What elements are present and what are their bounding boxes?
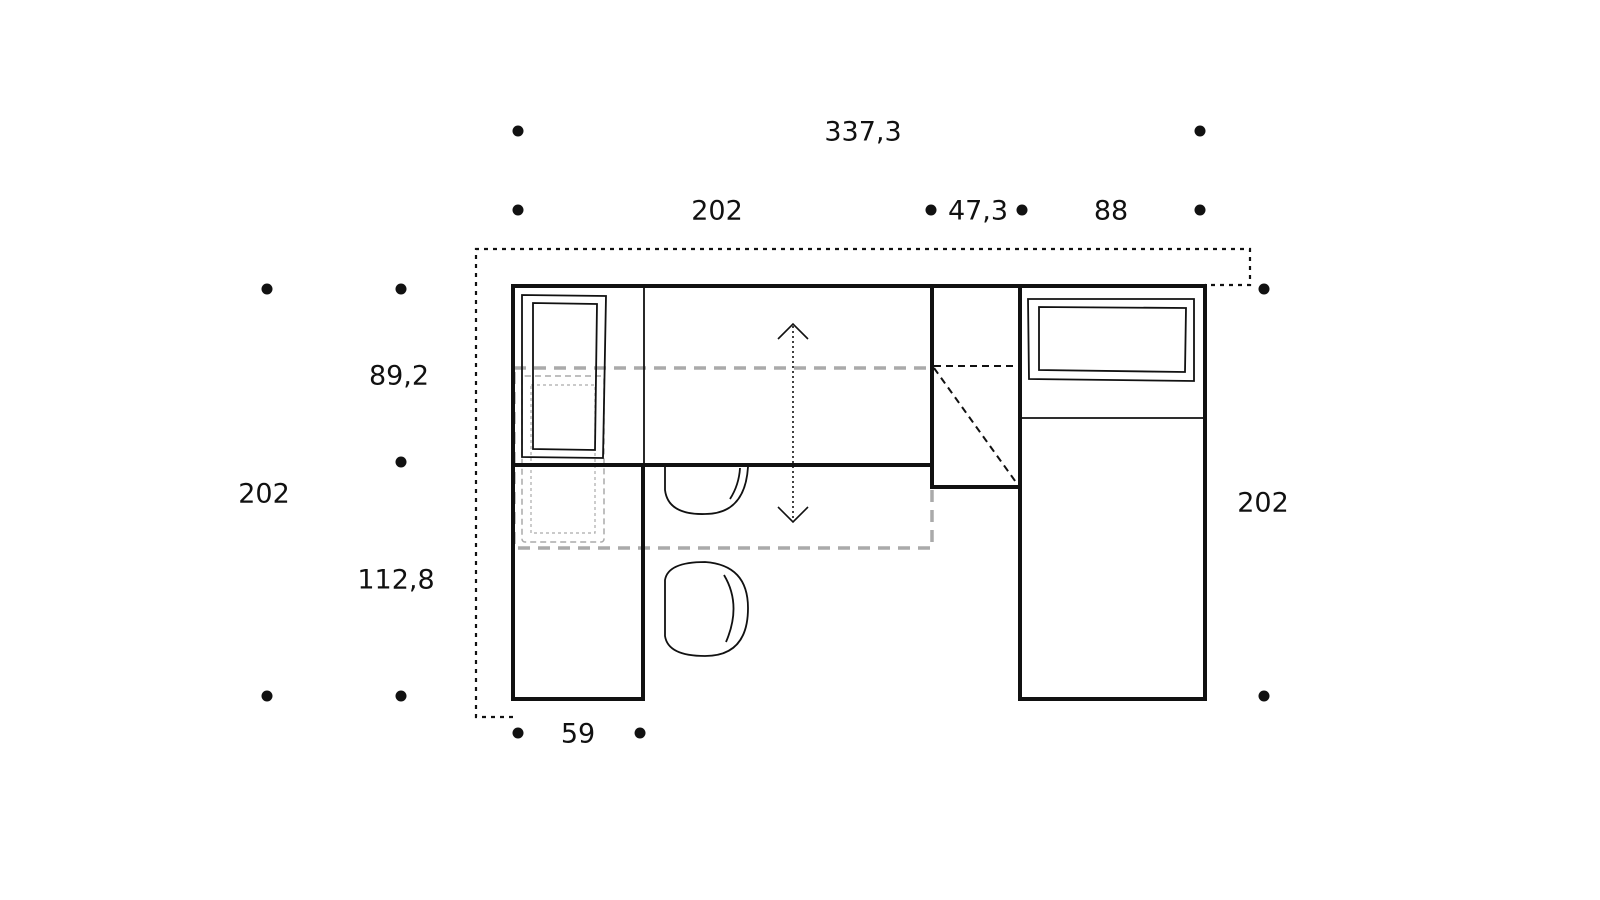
pillow-alt-inner [530, 384, 596, 534]
desk-width-label: 202 [691, 196, 743, 227]
lower-depth-label: 112,8 [357, 565, 434, 596]
lower-side-unit [511, 463, 645, 701]
bed [1018, 284, 1207, 701]
cabinet-door-swing [933, 365, 1020, 486]
chair-icon [664, 466, 749, 515]
outer-footprint-outline [474, 247, 1252, 719]
total-width-label: 337,3 [824, 117, 901, 148]
bed-pillow-icon [1027, 298, 1195, 382]
corner-cabinet [930, 284, 1022, 489]
cabinet-width-label: 47,3 [948, 196, 1008, 227]
pillow-icon [521, 294, 607, 459]
slide-direction-arrow-icon [777, 322, 809, 524]
chair-icon [664, 561, 749, 657]
pillow-alt-position [521, 375, 605, 543]
right-total-depth-label: 202 [1237, 488, 1289, 519]
dimension-markers [261, 125, 1270, 739]
left-total-depth-label: 202 [238, 479, 290, 510]
bed-width-label: 88 [1094, 196, 1128, 227]
upper-depth-label: 89,2 [369, 361, 429, 392]
side-unit-width-label: 59 [561, 719, 595, 750]
